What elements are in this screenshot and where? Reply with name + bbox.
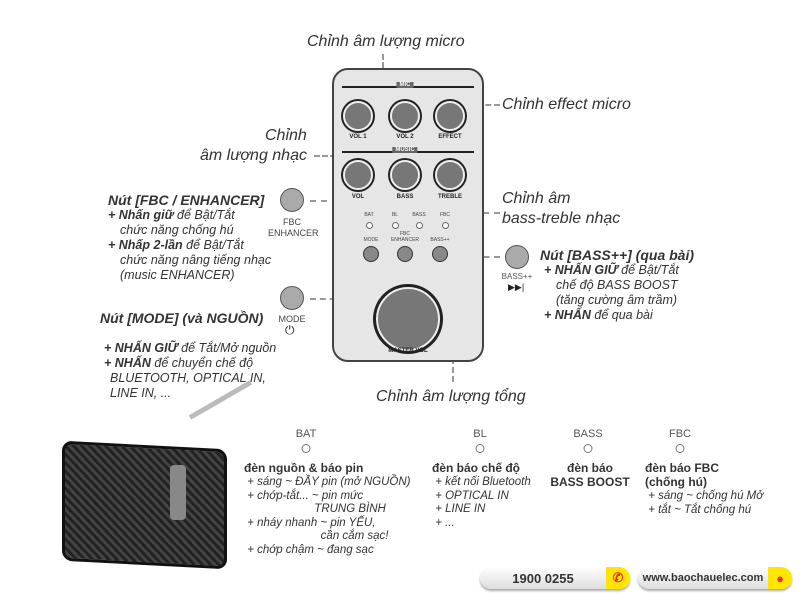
bass-hold: + NHẤN GIỮ — [544, 263, 618, 277]
led-label: BL — [391, 212, 399, 218]
button-label: BASS++ — [430, 237, 450, 243]
knob-label: VOL 2 — [396, 134, 414, 140]
indicator-label: BASS — [573, 428, 603, 440]
globe-icon: ● — [768, 567, 792, 589]
mode-title: Nút [MODE] (và NGUỒN) — [100, 310, 264, 326]
mode-line: LINE IN, ... — [110, 386, 172, 400]
fbc-line: chức năng chống hú — [120, 223, 234, 237]
website-pill[interactable]: www.baochauelec.com ● — [638, 567, 792, 589]
callout-music-volume: âm lượng nhạc — [200, 147, 307, 164]
mic-vol2-knob[interactable] — [390, 101, 420, 131]
bass-line: (tăng cường âm trầm) — [556, 293, 678, 307]
music-tag: MUSIC — [392, 147, 418, 153]
bass-button-illustration — [505, 245, 529, 269]
knob-label: EFFECT — [438, 134, 462, 140]
fbc-line: chức năng nâng tiếng nhạc — [120, 253, 272, 267]
bass-hold-text: để Bật/Tắt — [617, 263, 679, 277]
led-bl — [392, 222, 399, 229]
indicator-title: đèn báo chế độ — [432, 461, 521, 475]
led-bat — [366, 222, 373, 229]
led-label: FBC — [440, 212, 450, 218]
mic-vol1-knob[interactable] — [343, 101, 373, 131]
bass-press: + NHẤN — [544, 308, 591, 322]
indicator-lines: + sáng ~ chống hú Mở + tắt ~ Tắt chống h… — [648, 490, 764, 516]
fbc-hold-text: để Bật/Tắt — [173, 208, 235, 222]
leader-line — [468, 104, 500, 106]
treble-knob[interactable] — [435, 160, 465, 190]
mode-button-label: MODE — [278, 314, 306, 324]
knob-label: TREBLE — [438, 194, 462, 200]
led-fbc — [442, 222, 449, 229]
indicator-led — [675, 444, 685, 453]
leader-line — [314, 155, 344, 157]
callout-master-volume: Chỉnh âm lượng tổng — [376, 388, 526, 405]
bass-line: chế độ BASS BOOST — [556, 278, 678, 292]
fbc-hold: + Nhấn giữ — [108, 208, 174, 222]
fbc-button-illustration — [280, 188, 304, 212]
indicator-led — [583, 444, 593, 453]
phone-pill[interactable]: 1900 0255 ✆ — [480, 567, 630, 589]
mic-effect-knob[interactable] — [435, 101, 465, 131]
callout-mic-effect: Chỉnh effect micro — [502, 96, 631, 113]
fbc-button[interactable] — [397, 246, 413, 262]
indicator-label: BL — [473, 428, 487, 440]
knob-label: VOL — [351, 194, 365, 200]
fbc-double-text: để Bật/Tắt — [182, 238, 244, 252]
fbc-label-2: ENHANCER — [268, 228, 319, 238]
mode-description: + NHẤN GIỮ để Tắt/Mở nguồn + NHẤN để chu… — [104, 341, 276, 401]
button-label: MODE — [363, 237, 379, 243]
next-track-icon: ▶▶| — [508, 282, 525, 292]
bass-press-text: để qua bài — [590, 308, 653, 322]
fbc-description: Nút [FBC / ENHANCER] + Nhấn giữ để Bật/T… — [108, 193, 271, 283]
music-vol-knob[interactable] — [343, 160, 373, 190]
mode-press: + NHẤN — [104, 356, 151, 370]
bass-knob[interactable] — [390, 160, 420, 190]
website-link[interactable]: www.baochauelec.com — [642, 572, 764, 584]
phone-number: 1900 0255 — [512, 570, 574, 586]
indicator-title: đèn nguồn & báo pin — [244, 461, 364, 475]
fbc-line: (music ENHANCER) — [120, 268, 235, 282]
bass-description: Nút [BASS++] (qua bài) + NHẤN GIỮ để Bật… — [540, 248, 694, 323]
fbc-label-1: FBC — [283, 217, 301, 227]
bass-title: Nút [BASS++] (qua bài) — [540, 247, 695, 263]
indicator-title: đèn báo FBC (chống hú) — [645, 461, 719, 489]
led-label: BAT — [364, 212, 374, 218]
knob-label: BASS — [396, 194, 414, 200]
indicator-led — [301, 444, 311, 453]
master-vol-label: MASTER VOL — [388, 348, 428, 354]
led-label: BASS — [412, 212, 426, 218]
mode-button-illustration — [280, 286, 304, 310]
fbc-double: + Nhấp 2-lần — [108, 238, 183, 252]
mic-tag: MIC — [396, 82, 414, 88]
callout-mic-volume: Chỉnh âm lượng micro — [307, 33, 465, 50]
mode-button[interactable] — [363, 246, 379, 262]
bass-button-label: BASS++ — [501, 272, 533, 281]
indicator-label: FBC — [669, 428, 691, 440]
bass-plus-button[interactable] — [432, 246, 448, 262]
knob-label: VOL 1 — [349, 134, 367, 140]
indicator-label: BAT — [295, 428, 317, 440]
mode-press-text: để chuyển chế độ — [150, 356, 254, 370]
indicator-led — [475, 444, 485, 453]
mode-hold-text: để Tắt/Mở nguồn — [177, 341, 277, 355]
speaker-image — [62, 440, 227, 570]
power-icon: ⏻ — [285, 323, 295, 337]
mode-line: BLUETOOTH, OPTICAL IN, — [110, 371, 266, 385]
master-volume-knob[interactable] — [376, 287, 440, 351]
indicator-lines: + kết nối Bluetooth + OPTICAL IN + LINE … — [435, 476, 531, 529]
callout-bass-treble: bass-treble nhạc — [502, 210, 621, 227]
fbc-title: Nút [FBC / ENHANCER] — [108, 192, 265, 208]
indicator-lines: + sáng ~ ĐẦY pin (mở NGUỒN) + chớp-tắt..… — [247, 476, 411, 556]
led-bass — [416, 222, 423, 229]
button-label: FBC ENHANCER — [390, 231, 420, 243]
callout-bass-treble: Chỉnh âm — [502, 190, 571, 207]
mode-hold: + NHẤN GIỮ — [104, 341, 178, 355]
indicator-title: đèn báo BASS BOOST — [550, 461, 630, 489]
phone-icon: ✆ — [606, 567, 630, 589]
callout-music-volume: Chỉnh — [265, 127, 307, 144]
speaker-handle — [170, 465, 186, 520]
